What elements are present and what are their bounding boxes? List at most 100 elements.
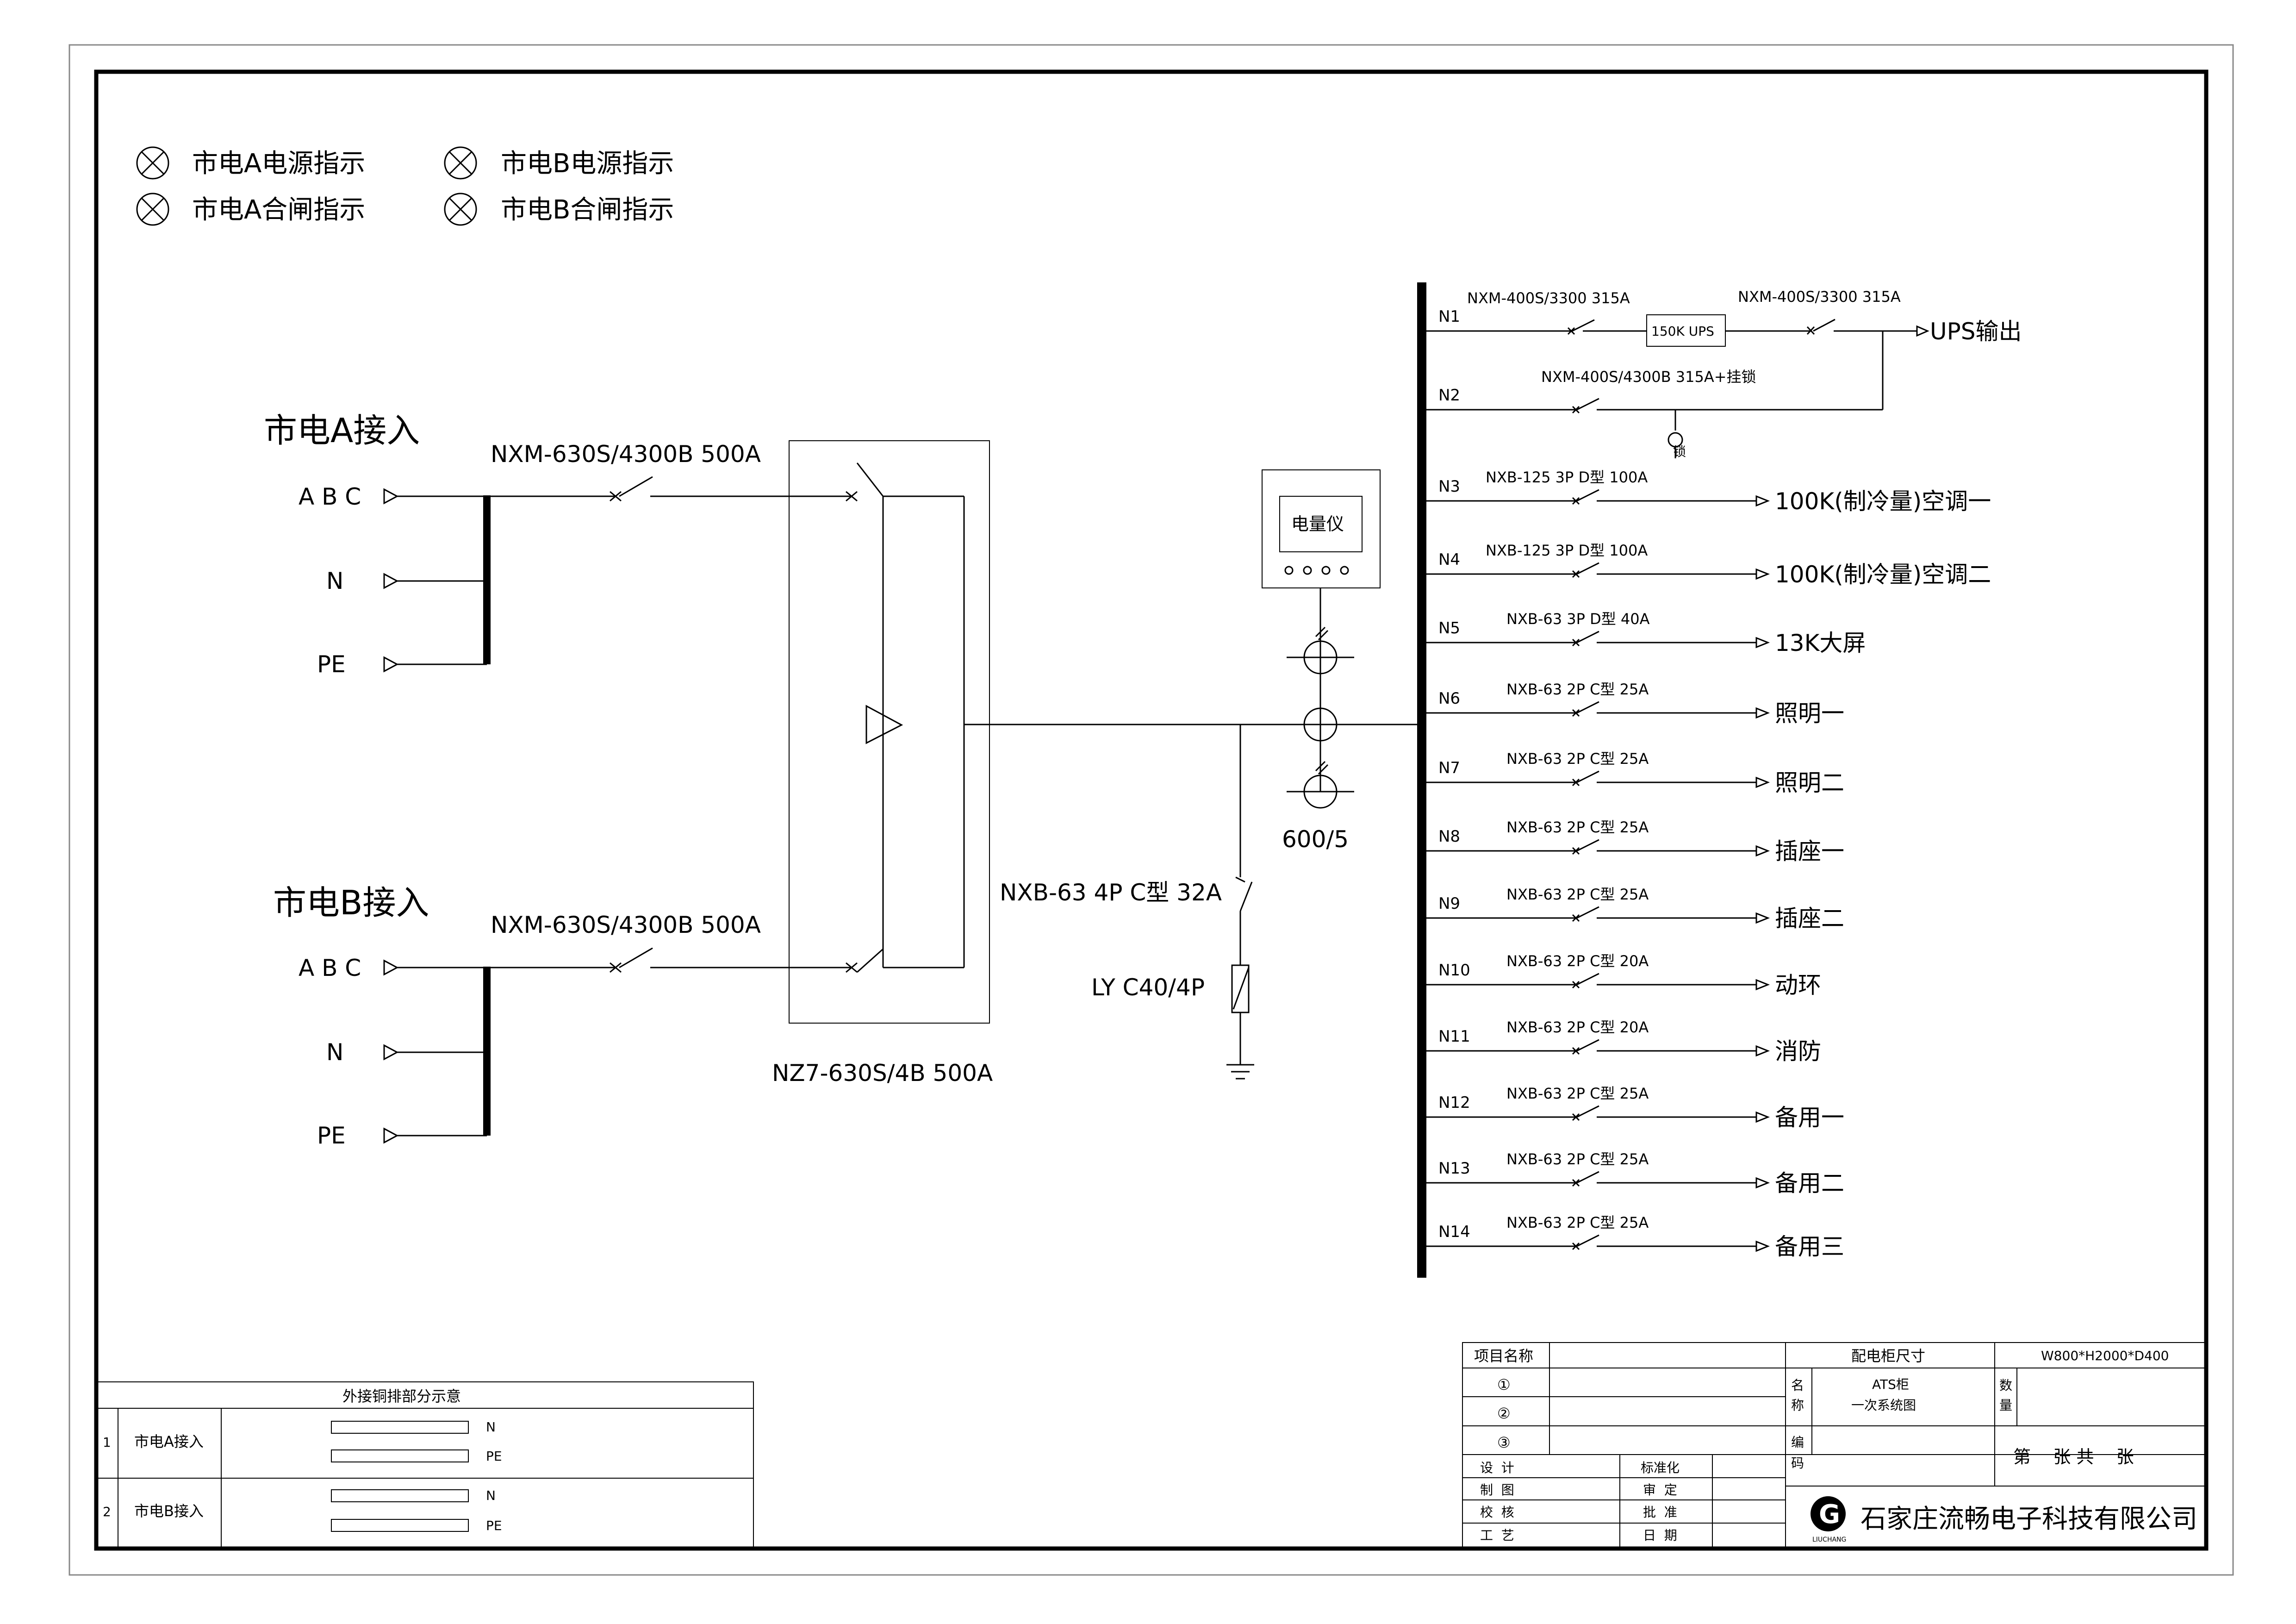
- terminal-arrow-icon: [1755, 1240, 1770, 1252]
- ats-enclosure: [789, 440, 990, 1024]
- ct-icon: [1303, 707, 1338, 742]
- distribution-busbar: [1417, 282, 1426, 1278]
- feeder-load-label: UPS输出: [1930, 318, 2022, 345]
- source-b-phases: A B C: [299, 955, 361, 981]
- tb-code-label-1: 编: [1791, 1435, 1804, 1450]
- feeder-breaker-label: NXB-63 2P C型 20A: [1506, 1018, 1649, 1036]
- terminal-arrow-icon: [383, 1127, 399, 1144]
- feeder-load-label: 备用二: [1775, 1170, 1844, 1197]
- arrester-label: LY C40/4P: [1091, 974, 1205, 1001]
- tb-process: 工 艺: [1480, 1528, 1514, 1543]
- feeder-breaker-blade: [1576, 398, 1599, 411]
- source-a-breaker-blade: [619, 476, 653, 497]
- company-logo-icon: G LIUCHANG: [1811, 1496, 1846, 1543]
- busbar-row-bar2: PE: [486, 1518, 502, 1533]
- busbar-row-bar2: PE: [486, 1449, 502, 1464]
- feeder-load-label: 备用一: [1775, 1104, 1844, 1131]
- tb-item-2: ②: [1497, 1405, 1511, 1422]
- feeder-breaker-label: NXB-63 2P C型 25A: [1506, 1085, 1649, 1102]
- title-block: 项目名称 ① ② ③ 配电柜尺寸 W800*H2000*D400 名 称 ATS…: [1462, 1342, 2207, 1549]
- source-a-phases: A B C: [299, 483, 361, 510]
- meter-label: 电量仪: [1291, 514, 1344, 534]
- lamp-icon: [136, 146, 169, 180]
- feeder-breaker-blade: [1572, 319, 1595, 332]
- terminal-arrow-icon: [383, 573, 399, 589]
- feeder-id: N12: [1438, 1093, 1470, 1112]
- feeder-id: N5: [1438, 619, 1460, 637]
- terminal-arrow-icon: [1755, 845, 1770, 857]
- source-b-breaker-blade: [619, 947, 653, 968]
- source-b-n: N: [326, 1039, 343, 1066]
- source-b-breaker-label: NXM-630S/4300B 500A: [491, 912, 761, 938]
- source-b: 市电B接入 A B C N PE NXM-630S/4300B 500A: [273, 883, 858, 1149]
- feeder-breaker-label: NXB-63 2P C型 25A: [1506, 1214, 1649, 1231]
- tb-item-1: ①: [1497, 1376, 1511, 1393]
- tb-qty-label-1: 数: [1999, 1378, 2012, 1393]
- feeder-breaker-blade: [1576, 701, 1599, 714]
- lamp-icon: [444, 146, 477, 180]
- spd-breaker-label: NXB-63 4P C型 32A: [1000, 879, 1222, 906]
- legend-b-power: 市电B电源指示: [501, 149, 674, 179]
- source-a-pe: PE: [317, 651, 346, 678]
- svg-text:LIUCHANG: LIUCHANG: [1812, 1536, 1846, 1543]
- feeder-breaker-label: NXB-63 2P C型 25A: [1506, 681, 1649, 698]
- busbar-table-title: 外接铜排部分示意: [342, 1387, 461, 1405]
- feeder-breaker-blade: [1576, 1039, 1599, 1052]
- terminal-arrow-icon: [1755, 912, 1770, 924]
- feeder-id: N2: [1438, 386, 1460, 405]
- feeder-load-label: 100K(制冷量)空调一: [1775, 488, 1991, 515]
- busbar-row-name: 市电B接入: [134, 1502, 204, 1520]
- tb-size-value: W800*H2000*D400: [2041, 1348, 2169, 1363]
- terminal-arrow-icon: [383, 488, 399, 505]
- feeder-breaker-label: NXB-125 3P D型 100A: [1486, 468, 1648, 486]
- source-b-title: 市电B接入: [273, 883, 429, 922]
- busbar-bar: [331, 1421, 469, 1434]
- busbar-row-no: 1: [103, 1435, 111, 1450]
- tb-item-3: ③: [1497, 1434, 1511, 1451]
- feeder-breaker-label: NXB-63 3P D型 40A: [1506, 610, 1650, 628]
- feeder-breaker-blade: [1576, 839, 1599, 852]
- ups-group: 150K UPS NXM-400S/3300 315A 锁: [1583, 288, 1917, 459]
- terminal-arrow-icon: [1755, 495, 1770, 507]
- terminal-arrow-icon: [1755, 568, 1770, 580]
- tb-standard: 标准化: [1641, 1460, 1680, 1475]
- ups-box-label: 150K UPS: [1651, 324, 1714, 339]
- feeder-breaker-label: NXB-125 3P D型 100A: [1486, 542, 1648, 559]
- lock-label: 锁: [1673, 444, 1686, 459]
- tb-code-label-2: 码: [1791, 1455, 1804, 1471]
- svg-text:G: G: [1819, 1499, 1840, 1530]
- source-a: 市电A接入 A B C N PE NXM-630S/4300B 500A: [264, 411, 858, 678]
- feeder-id: N7: [1438, 759, 1460, 777]
- busbar-row-no: 2: [103, 1504, 111, 1519]
- terminal-arrow-icon: [1755, 637, 1770, 649]
- busbar-bar: [331, 1489, 469, 1502]
- feeder-breaker-label: NXM-400S/3300 315A: [1467, 289, 1630, 307]
- tb-design: 设 计: [1480, 1460, 1514, 1475]
- tb-name-label-1: 名: [1791, 1378, 1804, 1393]
- busbar-bar: [331, 1449, 469, 1462]
- terminal-arrow-icon: [383, 656, 399, 673]
- feeder-id: N11: [1438, 1027, 1470, 1046]
- spd-breaker-blade: [1239, 881, 1253, 912]
- feeder-breaker-label: NXM-400S/4300B 315A+挂锁: [1541, 368, 1756, 386]
- busbar-row-bar1: N: [486, 1488, 496, 1503]
- feeder-id: N3: [1438, 477, 1460, 496]
- tb-project-label: 项目名称: [1474, 1347, 1533, 1365]
- legend-a-power: 市电A电源指示: [192, 149, 365, 179]
- busbar-table: 外接铜排部分示意 1 市电A接入 N PE 2 市电B接入 N PE: [96, 1381, 754, 1549]
- feeder-load-label: 插座一: [1775, 838, 1844, 865]
- tb-qty-label-2: 量: [1999, 1398, 2012, 1413]
- feeder-breaker-blade: [1576, 1234, 1599, 1247]
- feeder-breaker-blade: [1576, 973, 1599, 986]
- feeder-id: N9: [1438, 894, 1460, 913]
- terminal-arrow-icon: [1755, 1111, 1770, 1123]
- feeder-id: N13: [1438, 1159, 1470, 1178]
- feeder-load-label: 插座二: [1775, 905, 1844, 932]
- indicator-legend: 市电A电源指示 市电B电源指示 市电A合闸指示 市电B合闸指示: [136, 146, 674, 226]
- legend-b-close: 市电B合闸指示: [501, 195, 674, 225]
- feeder-id: N4: [1438, 550, 1460, 569]
- feeder-load-label: 消防: [1775, 1038, 1821, 1065]
- terminal-arrow-icon: [1755, 979, 1770, 991]
- tb-name-value-1: ATS柜: [1872, 1377, 1909, 1392]
